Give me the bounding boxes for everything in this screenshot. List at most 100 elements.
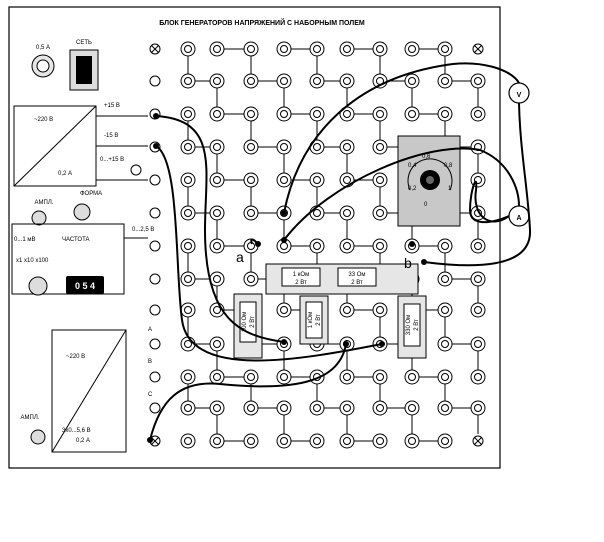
terminal-socket[interactable] xyxy=(149,402,161,414)
dc-adj-knob[interactable] xyxy=(130,164,142,176)
grid-socket[interactable] xyxy=(276,106,292,122)
power-switch[interactable] xyxy=(69,49,99,91)
grid-socket[interactable] xyxy=(180,433,196,449)
resistor-33-top[interactable] xyxy=(337,267,377,287)
grid-socket[interactable] xyxy=(209,336,225,352)
grid-socket[interactable] xyxy=(180,400,196,416)
ground-socket[interactable] xyxy=(472,43,484,55)
fuse-holder[interactable] xyxy=(31,54,55,78)
terminal-socket[interactable] xyxy=(149,75,161,87)
grid-socket[interactable] xyxy=(404,41,420,57)
grid-socket[interactable] xyxy=(209,172,225,188)
grid-socket[interactable] xyxy=(180,205,196,221)
grid-socket[interactable] xyxy=(276,433,292,449)
fg-form-knob[interactable] xyxy=(73,203,91,221)
grid-socket[interactable] xyxy=(180,271,196,287)
resistor-100-vertical[interactable] xyxy=(233,293,263,359)
grid-socket[interactable] xyxy=(470,238,486,254)
terminal-socket[interactable] xyxy=(149,174,161,186)
three-phase-amplitude-knob[interactable] xyxy=(30,429,46,445)
grid-socket[interactable] xyxy=(243,433,259,449)
grid-socket[interactable] xyxy=(209,238,225,254)
grid-socket[interactable] xyxy=(470,302,486,318)
grid-socket[interactable] xyxy=(243,41,259,57)
grid-socket[interactable] xyxy=(404,369,420,385)
grid-socket[interactable] xyxy=(309,106,325,122)
grid-socket[interactable] xyxy=(209,369,225,385)
grid-socket[interactable] xyxy=(339,369,355,385)
grid-socket[interactable] xyxy=(372,106,388,122)
grid-socket[interactable] xyxy=(470,336,486,352)
grid-socket[interactable] xyxy=(339,139,355,155)
terminal-socket[interactable] xyxy=(149,338,161,350)
rheostat[interactable] xyxy=(397,135,461,227)
fg-frequency-knob[interactable] xyxy=(28,276,48,296)
grid-socket[interactable] xyxy=(437,271,453,287)
grid-socket[interactable] xyxy=(404,73,420,89)
grid-socket[interactable] xyxy=(276,41,292,57)
grid-socket[interactable] xyxy=(372,238,388,254)
terminal-socket[interactable] xyxy=(149,207,161,219)
grid-socket[interactable] xyxy=(180,172,196,188)
grid-socket[interactable] xyxy=(209,205,225,221)
grid-socket[interactable] xyxy=(243,73,259,89)
grid-socket[interactable] xyxy=(372,400,388,416)
grid-socket[interactable] xyxy=(339,302,355,318)
grid-socket[interactable] xyxy=(180,73,196,89)
grid-socket[interactable] xyxy=(339,106,355,122)
grid-socket[interactable] xyxy=(437,41,453,57)
grid-socket[interactable] xyxy=(470,271,486,287)
grid-socket[interactable] xyxy=(276,302,292,318)
grid-socket[interactable] xyxy=(209,400,225,416)
grid-socket[interactable] xyxy=(437,302,453,318)
grid-socket[interactable] xyxy=(209,139,225,155)
grid-socket[interactable] xyxy=(243,369,259,385)
grid-socket[interactable] xyxy=(372,205,388,221)
grid-socket[interactable] xyxy=(437,336,453,352)
grid-socket[interactable] xyxy=(276,73,292,89)
grid-socket[interactable] xyxy=(180,139,196,155)
grid-socket[interactable] xyxy=(470,369,486,385)
resistor-330-vertical[interactable] xyxy=(397,295,427,359)
grid-socket[interactable] xyxy=(339,205,355,221)
fg-amplitude-knob[interactable] xyxy=(31,210,47,226)
grid-socket[interactable] xyxy=(437,73,453,89)
terminal-socket[interactable] xyxy=(149,371,161,383)
grid-socket[interactable] xyxy=(209,41,225,57)
grid-socket[interactable] xyxy=(209,271,225,287)
grid-socket[interactable] xyxy=(309,73,325,89)
grid-socket[interactable] xyxy=(243,172,259,188)
grid-socket[interactable] xyxy=(276,139,292,155)
grid-socket[interactable] xyxy=(470,400,486,416)
grid-socket[interactable] xyxy=(180,106,196,122)
ground-socket[interactable] xyxy=(149,43,161,55)
terminal-socket[interactable] xyxy=(149,304,161,316)
grid-socket[interactable] xyxy=(404,433,420,449)
grid-socket[interactable] xyxy=(339,238,355,254)
grid-socket[interactable] xyxy=(180,369,196,385)
terminal-socket[interactable] xyxy=(149,273,161,285)
grid-socket[interactable] xyxy=(404,106,420,122)
grid-socket[interactable] xyxy=(276,400,292,416)
grid-socket[interactable] xyxy=(372,172,388,188)
resistor-1k-vertical[interactable] xyxy=(299,295,329,345)
resistor-1k-top[interactable] xyxy=(281,267,321,287)
grid-socket[interactable] xyxy=(243,205,259,221)
grid-socket[interactable] xyxy=(243,400,259,416)
grid-socket[interactable] xyxy=(437,433,453,449)
grid-socket[interactable] xyxy=(372,433,388,449)
grid-socket[interactable] xyxy=(309,41,325,57)
grid-socket[interactable] xyxy=(372,41,388,57)
grid-socket[interactable] xyxy=(339,433,355,449)
grid-socket[interactable] xyxy=(339,41,355,57)
grid-socket[interactable] xyxy=(470,106,486,122)
grid-socket[interactable] xyxy=(437,238,453,254)
grid-socket[interactable] xyxy=(339,73,355,89)
grid-socket[interactable] xyxy=(437,106,453,122)
grid-socket[interactable] xyxy=(209,433,225,449)
grid-socket[interactable] xyxy=(372,302,388,318)
terminal-socket[interactable] xyxy=(149,240,161,252)
grid-socket[interactable] xyxy=(372,369,388,385)
grid-socket[interactable] xyxy=(209,73,225,89)
grid-socket[interactable] xyxy=(276,369,292,385)
